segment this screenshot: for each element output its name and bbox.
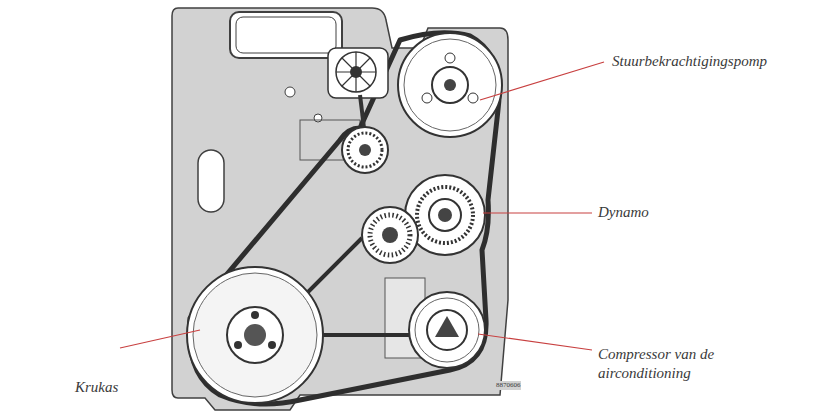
figure-code: 8870606 [496, 381, 521, 390]
leader-lines [120, 62, 604, 350]
part-label: Compressor van de airconditioning [598, 345, 778, 383]
part-label: Krukas [75, 378, 118, 397]
part-label: Dynamo [598, 203, 649, 222]
part-label: Stuurbekrachtigingspomp [612, 52, 767, 71]
